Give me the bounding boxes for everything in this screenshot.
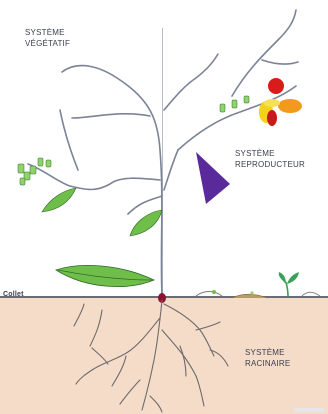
label-collar: Collet [3,289,24,300]
roots [74,300,228,412]
label-reproductive-system: SYSTÈME REPRODUCTEUR [235,148,323,170]
seedling [279,272,299,296]
flower-center [264,99,280,107]
leaf-basal-large [56,265,154,286]
stem-right-mid [178,86,296,150]
flower-red-petal-top [268,78,284,94]
stem-right-twig [262,60,298,64]
stem-right-upper [164,54,218,110]
root-left-2 [112,356,126,386]
label-root-system: SYSTÈME RACINAIRE [245,347,315,369]
stem-right-top [232,10,296,96]
stem-right-lower [164,150,178,190]
flower-orange-petal [278,99,302,113]
stem-lower-left [28,164,160,190]
ground-debris [196,290,320,298]
leaf-left-small [42,188,76,212]
root-left-5 [74,304,84,326]
flower-red-petal-bottom [267,110,277,126]
label-vegetative-system: SYSTÈME VÉGÉTATIF [25,27,105,49]
stem-left-branch [72,114,150,118]
root-left-4 [90,310,102,346]
root-left-1 [76,318,160,384]
root-left-3 [92,348,108,364]
root-right-1 [162,330,204,406]
root-bottom [150,396,162,412]
main-stem-left [62,66,162,296]
root-right-3 [196,322,220,330]
watermark-bar [294,408,324,412]
stem-left-drop [60,110,78,170]
flower-buds-left [18,158,51,185]
root-left-6 [120,380,140,404]
root-right-2 [164,304,214,356]
cone-fruit [196,152,230,204]
root-right-5 [180,346,186,376]
main-root [142,300,162,410]
leaf-mid [130,210,162,236]
flower [259,78,302,126]
